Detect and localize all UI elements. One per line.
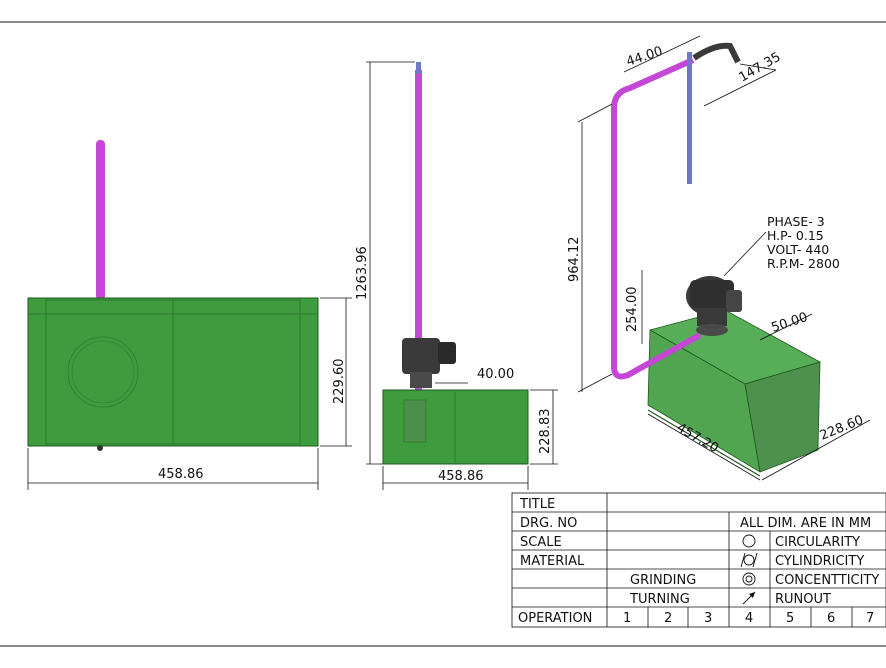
operation-number-7: 7	[866, 611, 874, 626]
iso-height-label: 964.12	[567, 237, 582, 283]
iso-tank-side	[744, 361, 821, 473]
side-overall-height-label: 1263.96	[355, 246, 370, 300]
front-motor-outline	[67, 336, 139, 408]
runout-label: RUNOUT	[775, 592, 831, 607]
side-motor	[402, 338, 456, 388]
operation-label: OPERATION	[518, 611, 592, 626]
title-label: TITLE	[519, 497, 555, 512]
front-drain	[97, 445, 103, 451]
operation-number-5: 5	[786, 611, 794, 626]
motor-spec-phase: PHASE- 3	[767, 214, 825, 229]
operation-number-6: 6	[827, 611, 835, 626]
iso-reach-label: 147.35	[737, 50, 784, 86]
iso-length-line	[647, 413, 761, 481]
iso-motor	[686, 276, 742, 336]
isometric-view: PHASE- 3 H.P- 0.15 VOLT- 440 R.P.M- 2800…	[567, 35, 871, 481]
front-width-label: 458.86	[158, 467, 204, 482]
iso-reach-ext	[739, 63, 777, 71]
iso-motor-offset-label: 50.00	[770, 310, 810, 336]
iso-pipe	[611, 57, 702, 380]
side-view: 1263.96 40.00 228.83 458.86	[355, 61, 558, 490]
side-pipe	[415, 70, 422, 390]
operation-number-3: 3	[704, 611, 712, 626]
cylindricity-icon	[740, 552, 758, 568]
turning-label: TURNING	[629, 592, 690, 607]
iso-height-ext-bottom	[577, 373, 613, 393]
iso-top-width-line	[623, 35, 701, 73]
circularity-label: CIRCULARITY	[775, 535, 860, 550]
grinding-label: GRINDING	[630, 573, 696, 588]
front-motor-outline-inner	[71, 340, 135, 404]
side-pump	[403, 399, 427, 443]
iso-specs-leader	[723, 231, 767, 277]
title-block: TITLE DRG. NO SCALE MATERIAL ALL DIM. AR…	[511, 492, 886, 628]
operation-number-1: 1	[623, 611, 631, 626]
material-label: MATERIAL	[520, 554, 585, 569]
operation-number-2: 2	[664, 611, 672, 626]
front-pipe	[96, 140, 105, 300]
iso-reach-line	[703, 69, 777, 107]
side-width-label: 458.86	[438, 469, 484, 484]
side-probe-tip	[416, 62, 421, 74]
runout-icon	[742, 591, 756, 605]
front-height-label: 229.60	[332, 359, 347, 405]
side-height-label: 228.83	[538, 409, 553, 455]
iso-tank-base	[647, 409, 761, 477]
motor-spec-volt: VOLT- 440	[767, 242, 829, 257]
iso-depth-line	[761, 419, 871, 481]
front-view: 458.86 229.60	[27, 140, 352, 490]
operation-number-4: 4	[745, 611, 753, 626]
iso-depth-label: 228.60	[818, 413, 866, 444]
iso-height-ext-top	[577, 103, 613, 123]
side-offset-label: 40.00	[477, 367, 514, 382]
drg-no-label: DRG. NO	[520, 516, 577, 531]
concentricity-label: CONCENTTICITY	[775, 573, 879, 588]
iso-hose	[692, 42, 741, 64]
cylindricity-label: CYLINDRICITY	[775, 554, 864, 569]
scale-label: SCALE	[520, 535, 562, 550]
concentricity-icon	[742, 572, 756, 586]
units-note: ALL DIM. ARE IN MM	[740, 516, 871, 531]
iso-probe	[687, 52, 692, 184]
circularity-icon	[742, 534, 756, 548]
iso-drop-label: 254.00	[625, 287, 640, 333]
motor-spec-hp: H.P- 0.15	[767, 228, 824, 243]
iso-motor-offset-line	[759, 313, 813, 341]
motor-spec-rpm: R.P.M- 2800	[767, 256, 840, 271]
iso-top-width-label: 44.00	[625, 44, 665, 70]
